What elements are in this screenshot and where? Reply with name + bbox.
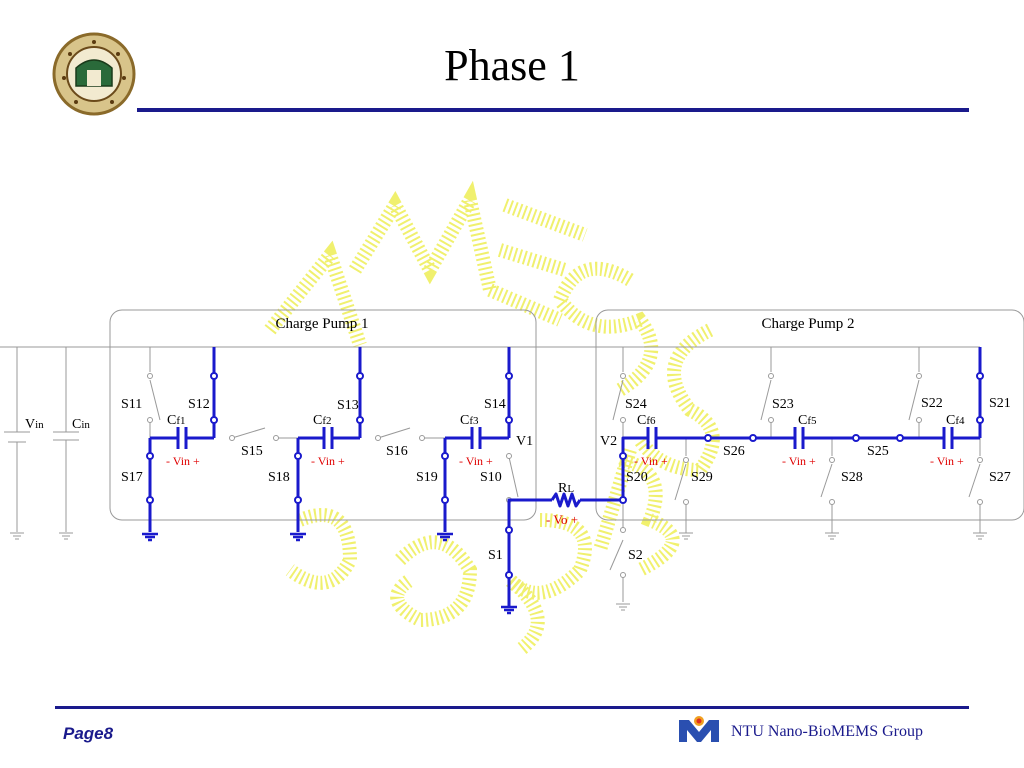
rl-label: RL [558,481,574,496]
s21-label: S21 [989,396,1011,411]
s15-label: S15 [241,444,263,459]
polarity-cf5: - Vin + [782,454,816,468]
s24-label: S24 [625,397,647,412]
v1-label: V1 [516,434,533,449]
cf5-label: Cf5 [798,413,817,428]
s10-label: S10 [480,470,502,485]
s16-label: S16 [386,444,408,459]
s23-label: S23 [772,397,794,412]
s20-label: S20 [626,470,648,485]
s22-label: S22 [921,396,943,411]
polarity-cf4: - Vin + [930,454,964,468]
cin-label: Cin [72,417,90,432]
university-seal-icon [52,32,136,116]
vo-label: - Vo + [546,512,578,527]
charge-pump-2-label: Charge Pump 2 [761,316,854,332]
polarity-cf3: - Vin + [459,454,493,468]
title-rule [137,108,969,112]
v2-label: V2 [600,434,617,449]
charge-pump-1-box [109,309,537,521]
s18-label: S18 [268,470,290,485]
s1-label: S1 [488,548,503,563]
s25-label: S25 [867,444,889,459]
s27-label: S27 [989,470,1011,485]
s2-label: S2 [628,548,643,563]
charge-pump-2-box [595,309,1024,521]
cf6-label: Cf6 [637,413,656,428]
polarity-cf1: - Vin + [166,454,200,468]
s13-label: S13 [337,398,359,413]
s29-label: S29 [691,470,713,485]
polarity-cf2: - Vin + [311,454,345,468]
cf4-label: Cf4 [946,413,965,428]
s11-label: S11 [121,397,142,412]
cf3-label: Cf3 [460,413,479,428]
footer-rule [55,706,969,709]
charge-pump-1-label: Charge Pump 1 [275,316,368,332]
s14-label: S14 [484,397,506,412]
s17-label: S17 [121,470,143,485]
group-name: NTU Nano-BioMEMS Group [731,723,923,740]
s28-label: S28 [841,470,863,485]
s12-label: S12 [188,397,210,412]
input-source [4,347,79,532]
polarity-cf6: - Vin + [634,454,668,468]
nano-biomems-logo-icon [679,716,719,742]
vin-label: Vin [25,417,44,432]
s26-label: S26 [723,444,745,459]
page-number: Page8 [63,724,114,743]
page-title: Phase 1 [444,41,580,90]
cf1-label: Cf1 [167,413,186,428]
cf2-label: Cf2 [313,413,332,428]
s19-label: S19 [416,470,438,485]
